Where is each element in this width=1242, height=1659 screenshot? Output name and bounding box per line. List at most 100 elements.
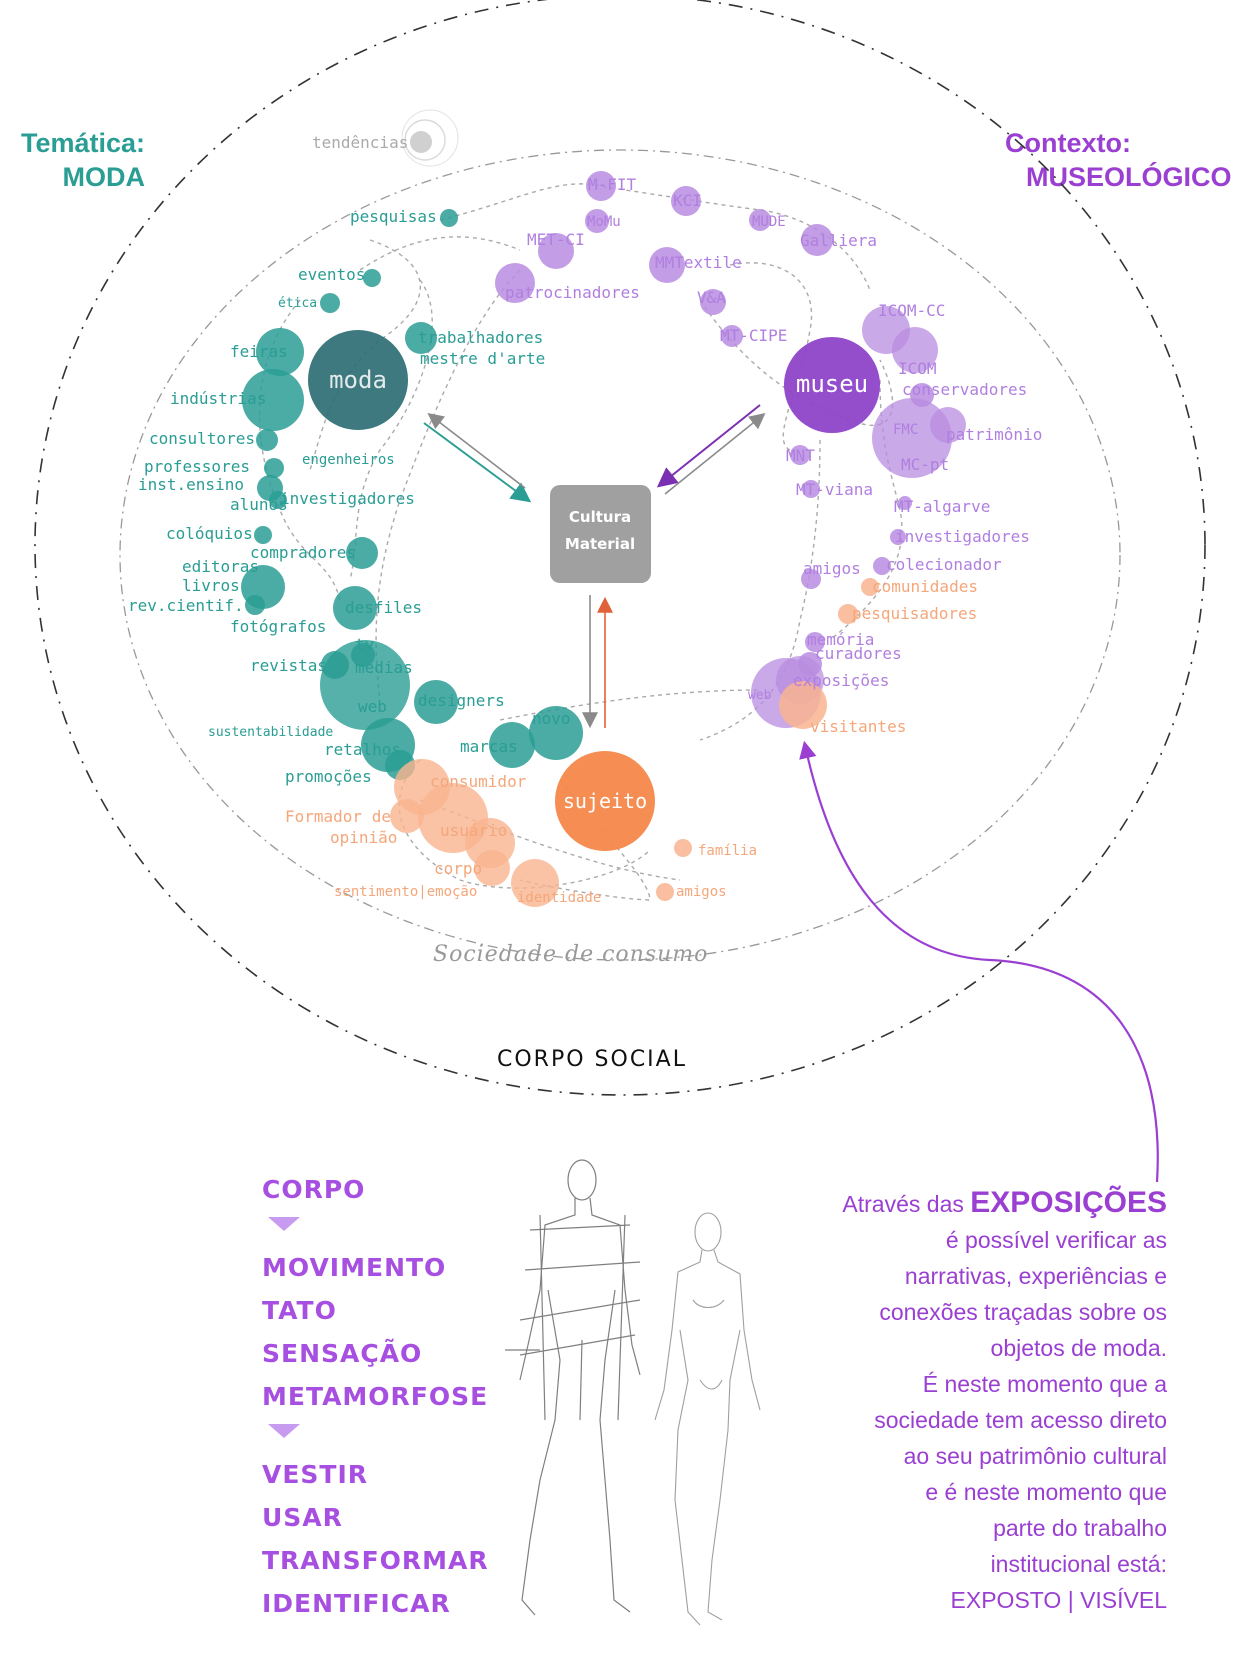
label-corpo-node: corpo <box>434 859 482 878</box>
label-usuario: usuário <box>440 821 507 840</box>
expo-line-7: ao seu patrimônio cultural <box>903 1443 1167 1469</box>
label-kci: KCI <box>673 191 702 210</box>
label-comunidades: comunidades <box>872 577 978 596</box>
expo-line-8: e é neste momento que <box>925 1479 1167 1505</box>
step-usar: USAR <box>262 1503 343 1532</box>
arrow-center-to-museu <box>664 412 766 495</box>
label-mt-cipe: MT-CIPE <box>720 326 787 345</box>
tendencias-node <box>401 109 459 167</box>
tematica-header: Temática: MODA <box>0 126 145 194</box>
label-feiras: feiras <box>230 342 288 361</box>
expo-line-1: é possível verificar as <box>945 1227 1167 1253</box>
moda-nodes <box>241 209 583 780</box>
exposicoes-pointer <box>799 740 1159 1183</box>
label-engenheiros: engenheiros <box>302 452 395 468</box>
label-met-ci: MET-CI <box>527 230 585 249</box>
cultura-material-box: Cultura Material <box>550 485 651 583</box>
contexto-value: MUSEOLÓGICO <box>1026 162 1232 192</box>
label-mnt: MNT <box>786 446 815 465</box>
label-icom-cc: ICOM-CC <box>878 301 945 320</box>
label-inst-ensino: inst.ensino <box>138 475 244 494</box>
down-arrow-icon <box>262 1211 502 1246</box>
label-trabalhadores: trabalhadores <box>418 328 543 347</box>
fashion-sketch-left <box>505 1159 641 1616</box>
label-familia: família <box>698 843 757 859</box>
label-conservadores: conservadores <box>902 380 1027 399</box>
expo-line-6: sociedade tem acesso direto <box>874 1407 1167 1433</box>
label-consumidor: consumidor <box>430 772 527 791</box>
label-sentimento: sentimento|emoção <box>334 884 477 900</box>
inner-ring <box>119 149 1121 961</box>
down-arrow-icon <box>262 1418 502 1453</box>
label-web-moda: web <box>358 697 387 716</box>
label-opiniao: opinião <box>330 828 397 847</box>
expo-intro: Através das <box>842 1191 964 1217</box>
label-tv: tv <box>355 635 374 654</box>
label-mestre-arte: mestre d'arte <box>420 349 545 368</box>
label-compradores: compradores <box>250 543 356 562</box>
expo-line-11: EXPOSTO | VISÍVEL <box>950 1587 1167 1613</box>
label-coloquios: colóquios <box>166 524 253 543</box>
label-colecionador: colecionador <box>886 555 1002 574</box>
label-memoria: memória <box>807 630 874 649</box>
label-momu: MoMu <box>587 214 621 230</box>
contexto-header: Contexto: MUSEOLÓGICO <box>1005 126 1235 194</box>
label-investigadores-moda: investigadores <box>280 489 415 508</box>
label-mmtextile: MMTextile <box>655 253 742 272</box>
label-patrocinadores: patrocinadores <box>505 283 640 302</box>
label-editoras: editoras <box>182 557 259 576</box>
label-marcas: marcas <box>460 737 518 756</box>
expo-line-2: narrativas, experiências e <box>904 1263 1167 1289</box>
sujeito-nodes <box>390 578 879 907</box>
label-fmc: FMC <box>893 422 918 438</box>
label-alunos: alunos <box>230 495 288 514</box>
arrow-museu-to-center <box>656 404 761 488</box>
label-sustentabilidade: sustentabilidade <box>208 725 333 740</box>
label-medias: medias <box>355 658 413 677</box>
step-tato: TATO <box>262 1296 337 1325</box>
expo-line-5: É neste momento que a <box>922 1371 1167 1397</box>
tematica-label: Temática: <box>20 128 145 158</box>
label-novo: novo <box>532 709 571 728</box>
label-eventos: eventos <box>298 265 365 284</box>
step-sensacao: SENSAÇÃO <box>262 1339 423 1368</box>
tematica-value: MODA <box>62 162 146 192</box>
center-box-line2: Material <box>565 535 635 553</box>
label-industrias: indústrias <box>170 389 266 408</box>
label-desfiles: desfiles <box>345 598 422 617</box>
label-patrimonio: patrimônio <box>946 425 1042 444</box>
label-mude: MUDE <box>752 214 786 230</box>
label-etica: ética <box>278 296 317 311</box>
label-mt-algarve: MT-algarve <box>894 497 990 516</box>
museu-hub-circle <box>784 337 880 433</box>
label-va: V&A <box>697 288 726 307</box>
step-metamorfose: METAMORFOSE <box>262 1382 489 1411</box>
expo-title-line: Através das EXPOSIÇÕES <box>747 1185 1167 1222</box>
label-formador: Formador de <box>285 807 391 826</box>
moda-hub-circle <box>308 330 408 430</box>
contexto-label: Contexto: <box>1005 128 1131 158</box>
outer-ring <box>34 0 1206 1096</box>
expo-line-10: institucional está: <box>990 1551 1167 1577</box>
label-exposicoes-node: exposições <box>793 671 889 690</box>
expo-line-4: objetos de moda. <box>990 1335 1167 1361</box>
outer-ring-label: CORPO SOCIAL <box>497 1047 687 1072</box>
label-amigos-sujeito: amigos <box>676 884 727 900</box>
label-professores: professores <box>144 457 250 476</box>
label-tendencias: tendências <box>312 133 408 152</box>
label-consultores: consultores <box>149 429 255 448</box>
label-investigadores-museu: investigadores <box>895 527 1030 546</box>
steps-list: CORPO MOVIMENTO TATO SENSAÇÃO METAMORFOS… <box>262 1168 502 1625</box>
exposicoes-text-block: Através das EXPOSIÇÕES é possível verifi… <box>747 1185 1167 1618</box>
label-web-museu: web <box>748 688 772 703</box>
step-identificar: IDENTIFICAR <box>262 1589 451 1618</box>
arrow-moda-to-center <box>423 422 532 503</box>
sujeito-hub-label: sujeito <box>563 789 647 813</box>
step-vestir: VESTIR <box>262 1460 369 1489</box>
step-movimento: MOVIMENTO <box>262 1253 447 1282</box>
sujeito-hub-circle <box>555 751 655 851</box>
label-promocoes: promoções <box>285 767 372 786</box>
label-pesquisas: pesquisas <box>350 207 437 226</box>
